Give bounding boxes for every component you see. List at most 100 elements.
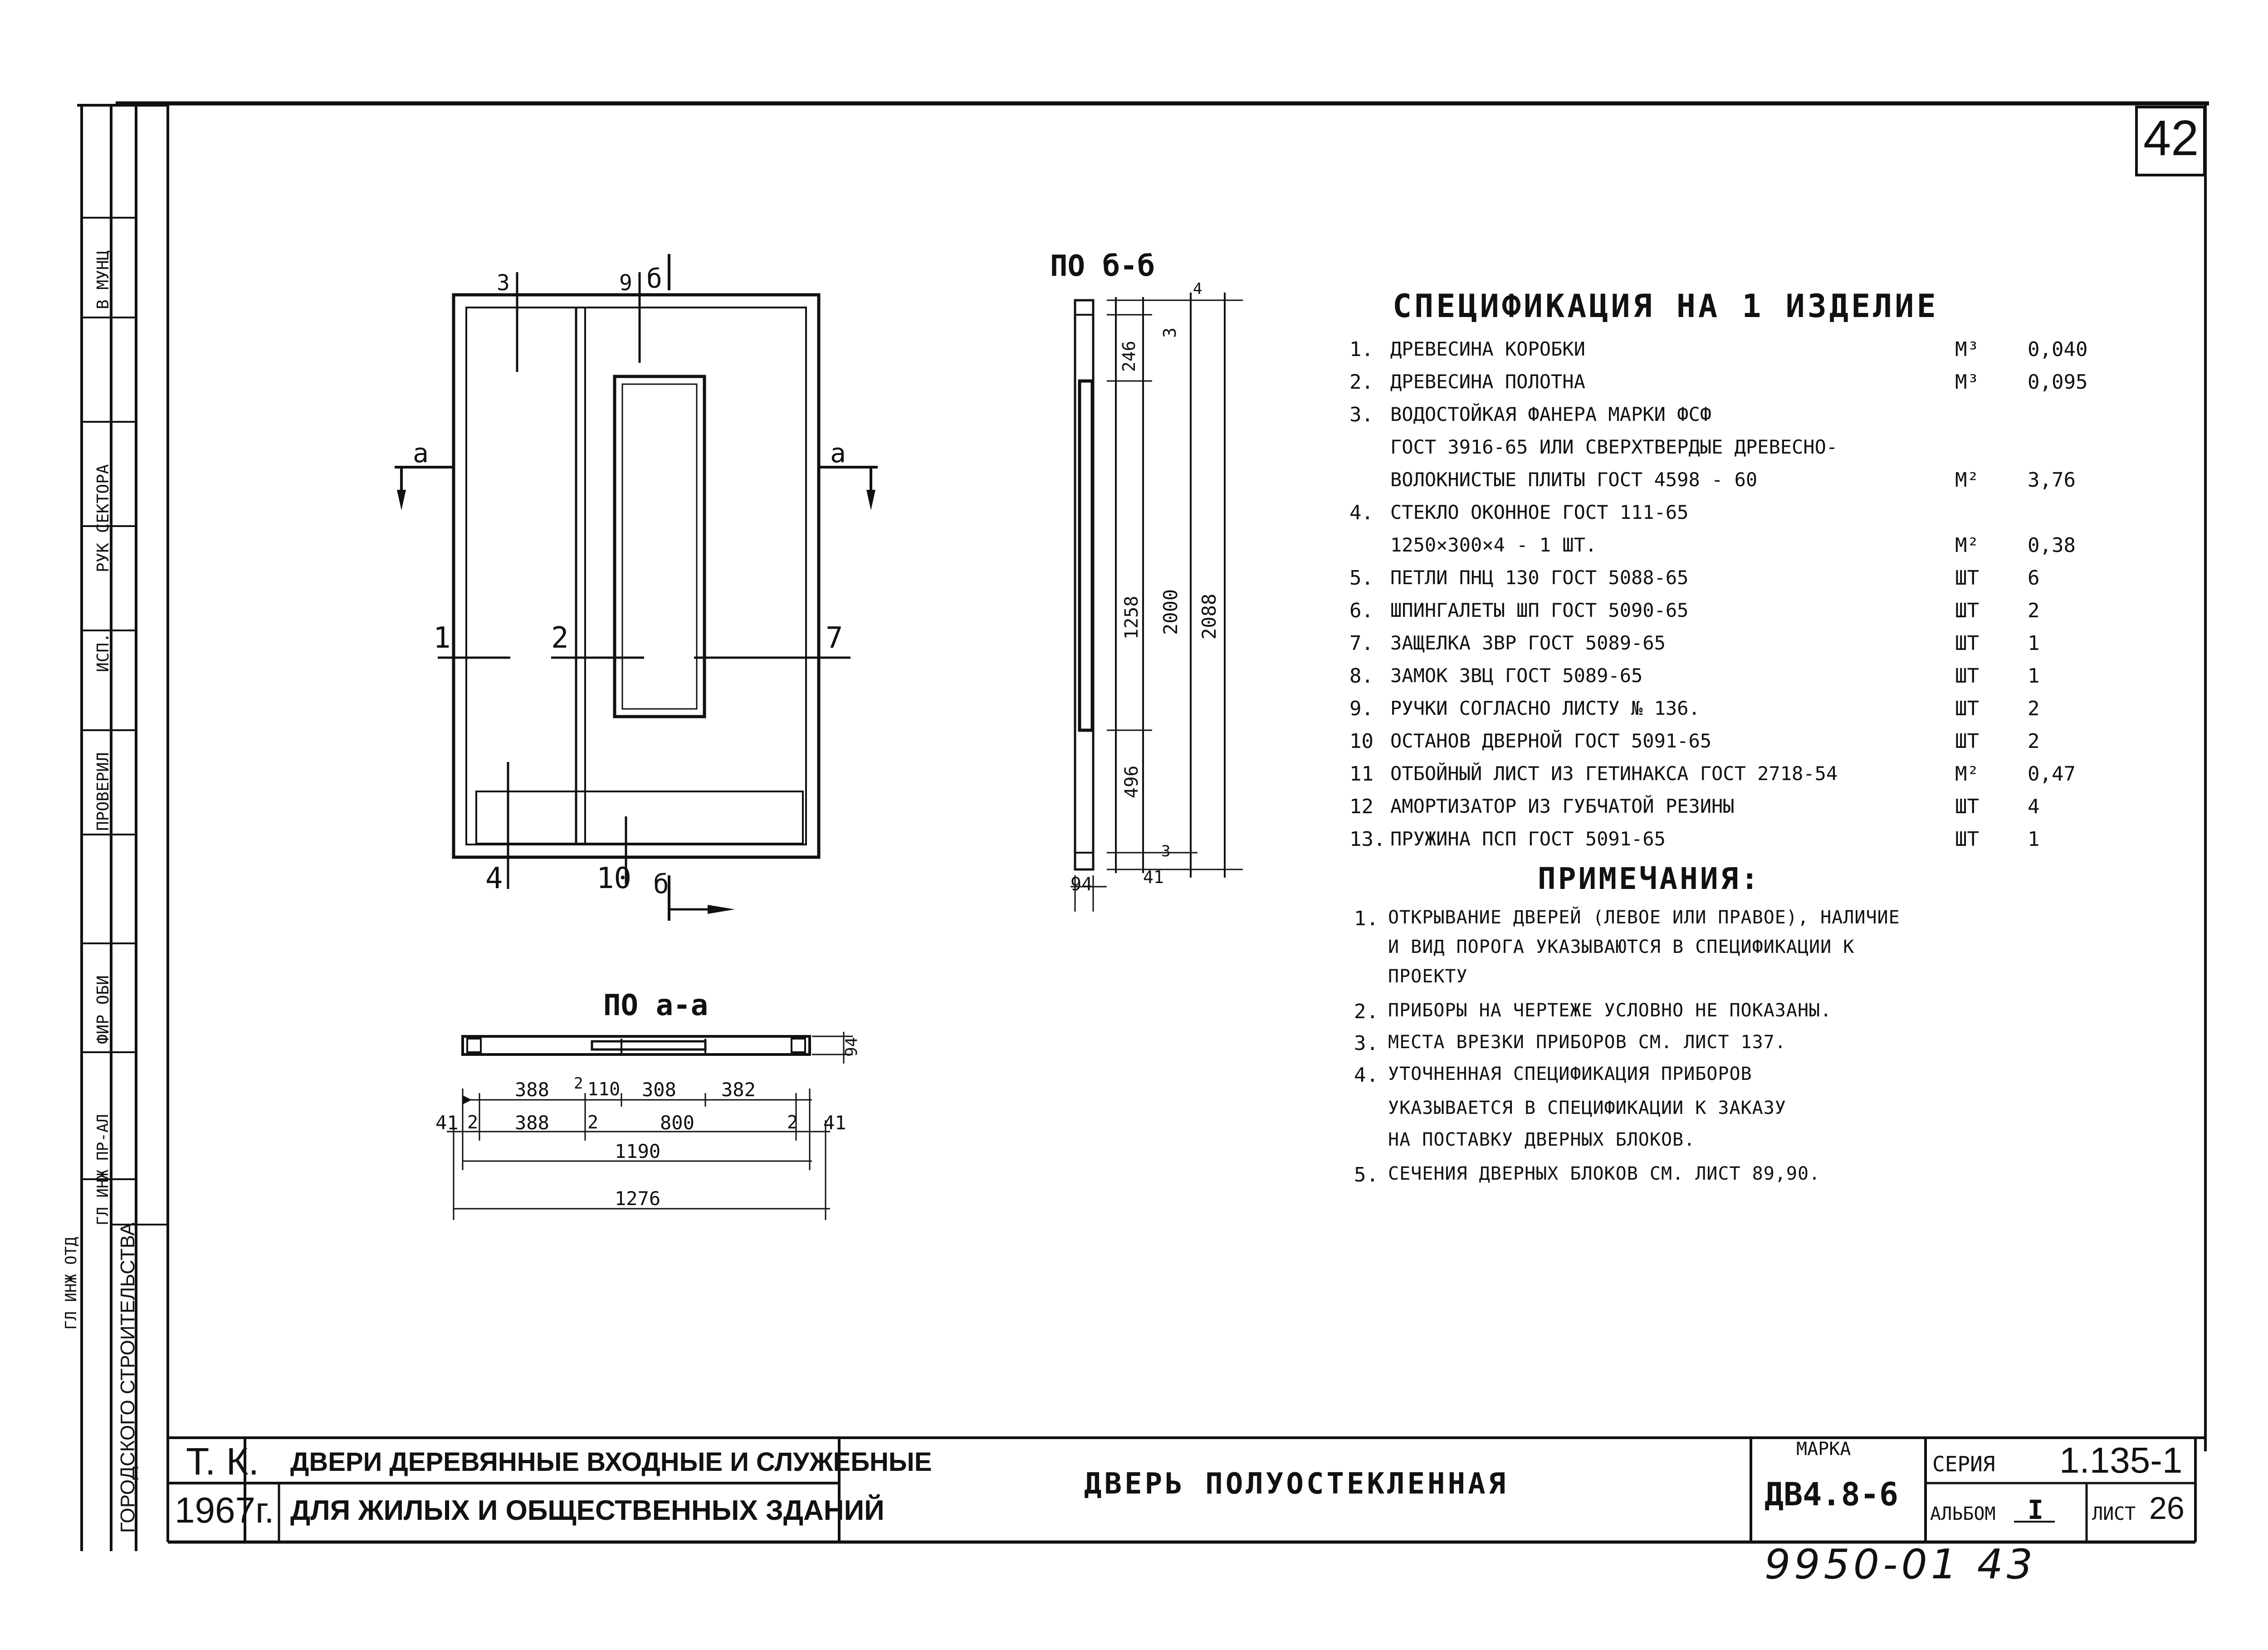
spec-row-text: ВОДОСТОЙКАЯ ФАНЕРА МАРКИ ФСФ (1390, 403, 1712, 425)
spec-row-qty: 2 (2028, 730, 2040, 753)
spec-row-qty: 4 (2028, 795, 2040, 818)
spec-row-unit: М³ (1955, 371, 1979, 394)
dim-label: 246 (1119, 341, 1139, 372)
dim-label: 2 (787, 1112, 798, 1133)
section-title: ПО б-б (1050, 249, 1155, 283)
spec-row-text: ЗАЩЕЛКА ЗВР ГОСТ 5089-65 (1390, 632, 1666, 654)
note-number: 2. (1354, 1000, 1379, 1023)
spec-row-number: 6. (1349, 599, 1374, 622)
dim-total: 1190 (615, 1140, 661, 1162)
spec-row-text: АМОРТИЗАТОР ИЗ ГУБЧАТОЙ РЕЗИНЫ (1390, 795, 1735, 817)
note-text: УКАЗЫВАЕТСЯ В СПЕЦИФИКАЦИИ К ЗАКАЗУ (1388, 1098, 1786, 1118)
callout-2: 2 (551, 621, 569, 655)
spec-row-number: 12 (1349, 795, 1374, 818)
spec-row-qty: 6 (2028, 566, 2040, 590)
spec-title: СПЕЦИФИКАЦИЯ НА 1 ИЗДЕЛИЕ (1393, 288, 1939, 325)
spec-row-text: ШПИНГАЛЕТЫ ШП ГОСТ 5090-65 (1390, 599, 1689, 621)
spec-row-text: ОТБОЙНЫЙ ЛИСТ ИЗ ГЕТИНАКСА ГОСТ 2718-54 (1390, 762, 1838, 785)
callout-7: 7 (826, 621, 843, 655)
spec-row-text: РУЧКИ СОГЛАСНО ЛИСТУ № 136. (1390, 697, 1700, 719)
spec-row-unit: ШТ (1955, 828, 1979, 851)
dim-total: 1276 (615, 1187, 661, 1210)
spec-row-qty: 1 (2028, 632, 2040, 655)
series-title-line1: ДВЕРИ ДЕРЕВЯННЫЕ ВХОДНЫЕ И СЛУЖЕБНЫЕ (290, 1447, 932, 1477)
spec-row-qty: 0,47 (2028, 762, 2076, 786)
spec-row-qty: 1 (2028, 664, 2040, 688)
album-label: АЛЬБОМ (1930, 1504, 1996, 1524)
dim-label: 4 (1193, 280, 1202, 298)
dim-label: 2 (587, 1112, 599, 1133)
spec-row-text: ДРЕВЕСИНА КОРОБКИ (1390, 338, 1585, 360)
spec-row-qty: 3,76 (2028, 469, 2076, 492)
spec-row-number: 10 (1349, 730, 1374, 753)
spec-row-unit: ШТ (1955, 599, 1979, 622)
spec-row-text: ВОЛОКНИСТЫЕ ПЛИТЫ ГОСТ 4598 - 60 (1390, 469, 1758, 491)
dim-label: 308 (642, 1079, 676, 1101)
mark-value: ДВ4.8-6 (1765, 1476, 1899, 1513)
note-text: И ВИД ПОРОГА УКАЗЫВАЮТСЯ В СПЕЦИФИКАЦИИ … (1388, 937, 1855, 957)
spec-row-qty: 0,095 (2028, 371, 2088, 394)
note-number: 1. (1354, 907, 1379, 930)
series-title-line2: ДЛЯ ЖИЛЫХ И ОБЩЕСТВЕННЫХ ЗДАНИЙ (290, 1495, 885, 1526)
dim-label: 388 (515, 1079, 549, 1101)
drawing-title: ДВЕРЬ ПОЛУОСТЕКЛЕННАЯ (1084, 1467, 1509, 1501)
spec-row-qty: 0,38 (2028, 534, 2076, 557)
spec-row-number: 3. (1349, 403, 1374, 426)
spec-row-unit: ШТ (1955, 664, 1979, 688)
spec-row-number: 11 (1349, 762, 1374, 786)
spec-row-number: 9. (1349, 697, 1374, 720)
dim-label: 94 (1070, 874, 1093, 895)
section-mark-a-right: а (830, 438, 846, 469)
spec-row-number: 13. (1349, 828, 1386, 851)
dim-label: 2 (574, 1074, 583, 1093)
spec-row-number: 5. (1349, 566, 1374, 590)
dim-label: 2088 (1198, 593, 1220, 639)
spec-row-text: СТЕКЛО ОКОННОЕ ГОСТ 111-65 (1390, 501, 1689, 523)
dim-label: 496 (1121, 765, 1142, 798)
callout-9: 9 (619, 270, 632, 296)
callout-4: 4 (485, 862, 503, 895)
dim-thickness: 94 (842, 1037, 861, 1057)
dim-label: 2 (467, 1112, 479, 1133)
org-code: Т. К. (186, 1440, 259, 1483)
notes-title: ПРИМЕЧАНИЯ: (1538, 861, 1761, 896)
dim-label: 110 (587, 1079, 621, 1100)
note-number: 3. (1354, 1032, 1379, 1055)
spec-row-text: ЗАМОК ЗВЦ ГОСТ 5089-65 (1390, 664, 1643, 687)
section-title: ПО а-а (603, 989, 709, 1022)
strip-label: ГЛ ИНЖ ПР-АЛ (94, 1114, 112, 1225)
note-number: 4. (1354, 1064, 1379, 1087)
spec-row-unit: М² (1955, 762, 1979, 786)
spec-row-text: ПРУЖИНА ПСП ГОСТ 5091-65 (1390, 828, 1666, 850)
strip-label: ИСП. (94, 633, 112, 672)
mark-label: МАРКА (1796, 1439, 1851, 1460)
dim-label: 382 (721, 1079, 756, 1101)
strip-label: ПРОВЕРИЛ (94, 752, 112, 831)
year: 1967г. (175, 1490, 274, 1530)
callout-1: 1 (433, 621, 451, 655)
spec-row-text: ПЕТЛИ ПНЦ 130 ГОСТ 5088-65 (1390, 566, 1689, 589)
dim-label: 3 (1161, 842, 1171, 860)
dim-label: 2000 (1159, 589, 1182, 635)
spec-row-unit: ШТ (1955, 697, 1979, 720)
spec-row-number: 4. (1349, 501, 1374, 524)
dim-label: 41 (435, 1112, 459, 1134)
note-text: НА ПОСТАВКУ ДВЕРНЫХ БЛОКОВ. (1388, 1129, 1696, 1150)
spec-row-unit: ШТ (1955, 730, 1979, 753)
strip-label: ГЛ ИНЖ ОТД (62, 1237, 80, 1330)
strip-label: ФИР ОБИ (94, 975, 112, 1044)
note-text: ПРИБОРЫ НА ЧЕРТЕЖЕ УСЛОВНО НЕ ПОКАЗАНЫ. (1388, 1000, 1832, 1021)
section-mark-b-bottom: б (653, 869, 669, 899)
spec-row-unit: ШТ (1955, 632, 1979, 655)
archive-stamp: 9950-01 43 (1765, 1541, 2037, 1588)
note-text: ПРОЕКТУ (1388, 966, 1468, 987)
series-label: СЕРИЯ (1932, 1452, 1995, 1476)
spec-row-text: ГОСТ 3916-65 ИЛИ СВЕРХТВЕРДЫЕ ДРЕВЕСНО- (1390, 436, 1838, 458)
note-text: УТОЧНЕННАЯ СПЕЦИФИКАЦИЯ ПРИБОРОВ (1388, 1064, 1752, 1084)
dim-label: 388 (515, 1112, 549, 1134)
spec-row-text: ОСТАНОВ ДВЕРНОЙ ГОСТ 5091-65 (1390, 730, 1712, 752)
dim-label: 41 (823, 1112, 846, 1134)
spec-row-number: 2. (1349, 371, 1374, 394)
institute-label: ГОРОДСКОГО СТРОИТЕЛЬСТВА (117, 1222, 139, 1533)
sheet-label: ЛИСТ (2092, 1504, 2136, 1524)
